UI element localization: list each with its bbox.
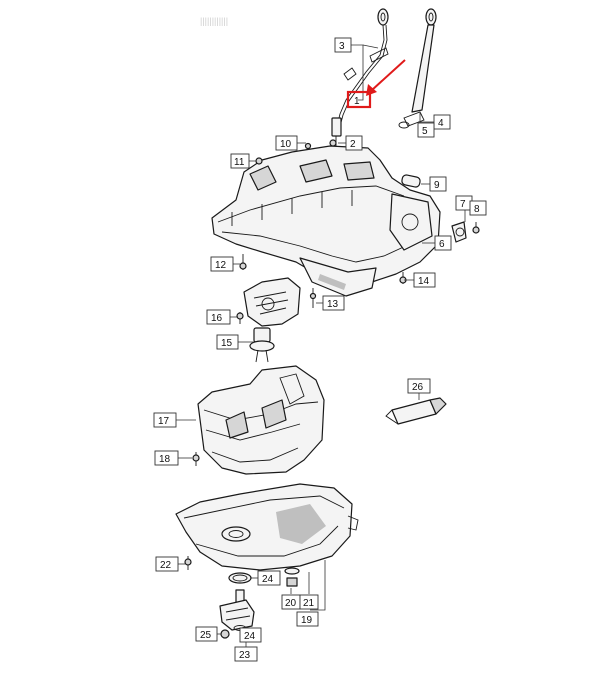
callout-14: 14 xyxy=(413,272,436,288)
bracket-clip xyxy=(451,221,467,243)
svg-text:13: 13 xyxy=(327,299,339,310)
callout-3: 3 xyxy=(334,37,352,53)
bolt-22 xyxy=(184,556,192,570)
watermark-text: |||||||||||| xyxy=(200,16,228,26)
bolt-10 xyxy=(304,142,312,150)
callout-20: 20 xyxy=(281,594,301,610)
svg-text:9: 9 xyxy=(434,180,440,191)
svg-text:23: 23 xyxy=(239,650,251,661)
callout-22: 22 xyxy=(155,556,179,572)
svg-text:17: 17 xyxy=(158,416,170,427)
svg-text:1: 1 xyxy=(354,96,360,107)
bolt-12 xyxy=(239,254,247,270)
oil-sump xyxy=(175,483,359,571)
o-ring-24-upper xyxy=(228,572,252,584)
plug-25 xyxy=(220,629,230,639)
svg-text:18: 18 xyxy=(159,454,171,465)
bolt-11 xyxy=(255,157,263,165)
svg-text:26: 26 xyxy=(412,382,424,393)
svg-text:21: 21 xyxy=(303,598,315,609)
bolt-18 xyxy=(192,452,200,466)
svg-text:10: 10 xyxy=(280,139,292,150)
svg-text:6: 6 xyxy=(439,239,445,250)
sealant-tube xyxy=(385,397,447,425)
oil-pump xyxy=(243,277,317,327)
callout-11: 11 xyxy=(230,153,250,169)
dipstick xyxy=(331,8,389,148)
svg-text:7: 7 xyxy=(460,199,466,210)
svg-text:11: 11 xyxy=(234,157,245,168)
svg-text:14: 14 xyxy=(418,276,430,287)
bolt-2 xyxy=(329,139,337,147)
highlight-arrow-line xyxy=(371,59,406,91)
callout-15: 15 xyxy=(216,334,239,350)
seal-ring xyxy=(401,174,421,188)
svg-text:5: 5 xyxy=(422,126,428,137)
svg-text:24: 24 xyxy=(262,574,274,585)
callout-24-lower: 24 xyxy=(239,627,262,643)
callout-9: 9 xyxy=(429,176,447,192)
highlight-arrow-head xyxy=(366,84,377,96)
svg-text:12: 12 xyxy=(215,260,227,271)
callout-5: 5 xyxy=(417,122,435,138)
svg-text:24: 24 xyxy=(244,631,256,642)
svg-text:19: 19 xyxy=(301,615,313,626)
callouts: 1 2 3 4 5 6 7 8 xyxy=(153,37,487,662)
callout-19: 19 xyxy=(296,611,319,627)
callout-1: 1 xyxy=(354,96,360,107)
svg-text:22: 22 xyxy=(160,560,172,571)
svg-text:15: 15 xyxy=(221,338,233,349)
bolt-8 xyxy=(472,222,480,234)
highlight-box xyxy=(346,90,372,109)
callout-12: 12 xyxy=(210,256,234,272)
tube-clip xyxy=(343,47,389,81)
callout-8: 8 xyxy=(469,200,487,216)
callout-4: 4 xyxy=(433,114,451,130)
svg-text:16: 16 xyxy=(211,313,223,324)
dipstick-guide-tube xyxy=(398,8,437,129)
callout-6: 6 xyxy=(434,235,452,251)
bolt-14 xyxy=(399,272,407,284)
svg-text:4: 4 xyxy=(438,118,444,129)
bolt-16 xyxy=(236,312,244,324)
highlight-indicator xyxy=(346,59,406,109)
svg-text:8: 8 xyxy=(474,204,480,215)
callout-13: 13 xyxy=(322,295,345,311)
callout-18: 18 xyxy=(154,450,179,466)
callout-25: 25 xyxy=(195,626,218,642)
callout-17: 17 xyxy=(153,412,177,428)
svg-text:2: 2 xyxy=(350,139,356,150)
svg-text:20: 20 xyxy=(285,598,297,609)
callout-24-upper: 24 xyxy=(257,570,281,586)
callout-10: 10 xyxy=(275,135,298,151)
upper-oil-pan xyxy=(211,145,441,297)
callout-21: 21 xyxy=(299,594,319,610)
callout-26: 26 xyxy=(407,378,431,394)
callout-23: 23 xyxy=(234,646,258,662)
svg-text:3: 3 xyxy=(339,41,345,52)
oil-filter-housing xyxy=(219,589,255,631)
svg-text:25: 25 xyxy=(200,630,212,641)
callout-2: 2 xyxy=(345,135,363,151)
leader-lines xyxy=(176,44,466,648)
drain-plug xyxy=(284,567,300,587)
suction-pipe xyxy=(249,327,275,363)
baffle-housing xyxy=(197,365,325,475)
callout-16: 16 xyxy=(206,309,231,325)
